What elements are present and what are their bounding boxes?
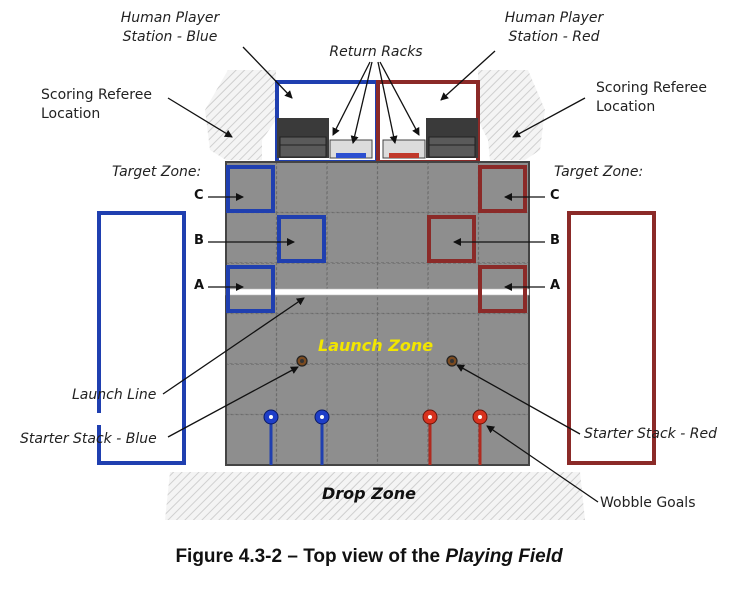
label-scoring-referee-right-line2: Location xyxy=(596,99,656,115)
alliance-station-blue xyxy=(97,211,186,465)
label-scoring-referee-right-line1: Scoring Referee xyxy=(596,80,707,96)
label-scoring-referee-right: Scoring Referee Location xyxy=(596,79,707,117)
label-wobble-goals: Wobble Goals xyxy=(600,495,696,511)
drop-zone-title: Drop Zone xyxy=(322,484,417,503)
arrow-referee-left xyxy=(167,97,233,138)
target-zone-red-c xyxy=(478,165,527,213)
arrow-return-racks-2 xyxy=(350,61,373,144)
arrow-referee-right xyxy=(512,97,586,138)
arrow-starter-stack-blue xyxy=(167,366,299,438)
arrow-human-player-blue xyxy=(242,46,293,99)
label-starter-stack-red: Starter Stack - Red xyxy=(584,426,717,442)
label-human-player-red: Human Player Station - Red xyxy=(484,9,624,47)
label-target-zone-right: Target Zone: xyxy=(554,164,644,180)
label-scoring-referee-left-line2: Location xyxy=(41,106,101,122)
zone-letter-b-red: B xyxy=(550,233,560,248)
figure-caption: Figure 4.3-2 – Top view of the Playing F… xyxy=(0,546,738,568)
label-starter-stack-blue: Starter Stack - Blue xyxy=(20,431,157,447)
label-human-player-blue: Human Player Station - Blue xyxy=(100,9,240,47)
wobble-goal-blue-1 xyxy=(263,409,279,425)
target-zone-blue-c xyxy=(226,165,275,213)
return-rack-blue xyxy=(277,118,373,159)
starter-stack-blue xyxy=(296,355,308,367)
zone-letter-a-blue: A xyxy=(194,278,205,293)
label-launch-line: Launch Line xyxy=(72,387,157,403)
label-return-racks: Return Racks xyxy=(329,44,423,60)
label-human-player-red-line1: Human Player xyxy=(504,10,604,26)
arrow-human-player-red xyxy=(440,50,496,101)
scoring-referee-area-right xyxy=(478,70,545,160)
label-human-player-blue-line1: Human Player xyxy=(120,10,220,26)
label-scoring-referee-left-line1: Scoring Referee xyxy=(41,87,152,103)
alliance-station-red xyxy=(567,211,656,465)
return-rack-red xyxy=(382,118,478,159)
arrow-wobble-goals xyxy=(486,425,599,503)
blue-station-gap-mark xyxy=(96,413,103,425)
wobble-goal-red-2 xyxy=(472,409,488,425)
arrow-return-racks-3 xyxy=(377,61,398,144)
zone-letter-a-red: A xyxy=(550,278,561,293)
zone-letter-c-blue: C xyxy=(194,188,204,203)
target-zone-blue-b xyxy=(277,215,326,263)
arrow-launch-line xyxy=(162,297,305,395)
figure-caption-prefix: Figure 4.3-2 – Top view of the xyxy=(175,546,446,567)
zone-letter-b-blue: B xyxy=(194,233,204,248)
scoring-referee-area-left xyxy=(205,70,276,160)
figure-caption-emphasis: Playing Field xyxy=(445,546,563,567)
arrow-return-racks-1 xyxy=(332,61,371,136)
starter-stack-red xyxy=(446,355,458,367)
label-human-player-blue-line2: Station - Blue xyxy=(122,29,218,45)
wobble-goal-red-1 xyxy=(422,409,438,425)
arrow-return-racks-4 xyxy=(379,61,420,136)
zone-letter-c-red: C xyxy=(550,188,560,203)
target-zone-blue-a xyxy=(226,265,275,313)
label-target-zone-left: Target Zone: xyxy=(112,164,202,180)
label-scoring-referee-left: Scoring Referee Location xyxy=(41,86,152,124)
arrow-starter-stack-red xyxy=(456,364,581,435)
target-zone-red-b xyxy=(427,215,476,263)
launch-zone-title: Launch Zone xyxy=(318,336,434,355)
drop-zone-area xyxy=(165,472,585,520)
target-zone-red-a xyxy=(478,265,527,313)
wobble-goal-blue-2 xyxy=(314,409,330,425)
label-human-player-red-line2: Station - Red xyxy=(508,29,600,45)
